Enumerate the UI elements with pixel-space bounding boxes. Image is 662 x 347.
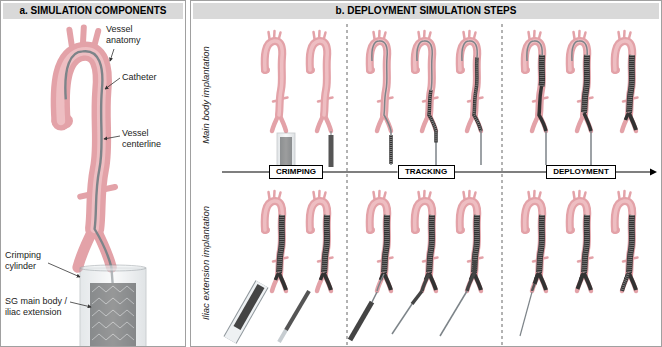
panel-header: b. DEPLOYMENT SIMULATION STEPS (193, 3, 659, 19)
part-label: SG main body / iliac extension (5, 296, 77, 318)
timeline-line (222, 171, 269, 172)
part-label: Vessel centerline (122, 128, 178, 150)
part-label: Vessel anatomy (106, 24, 156, 46)
step-label: DEPLOYMENT (547, 166, 615, 178)
step-label: TRACKING (399, 166, 454, 178)
part-label: Crimping cylinder (5, 250, 67, 272)
part-label: Catheter (122, 72, 180, 83)
timeline-line (616, 171, 650, 172)
step-box: CRIMPING (269, 165, 323, 179)
step-box: TRACKING (398, 165, 455, 179)
row-label: Main body implantation (200, 46, 212, 144)
panel: b. DEPLOYMENT SIMULATION STEPS CRIMPING TR… (190, 0, 662, 347)
panel-header: a. SIMULATION COMPONENTS (3, 3, 183, 19)
step-box: DEPLOYMENT (546, 165, 616, 179)
timeline-connector (455, 171, 547, 172)
timeline-arrow-head (650, 169, 657, 176)
step-label: CRIMPING (270, 166, 322, 178)
row-label: Iliac extension implantation (200, 206, 212, 320)
panel: a. SIMULATION COMPONENTS (0, 0, 186, 347)
timeline-connector (323, 171, 398, 172)
